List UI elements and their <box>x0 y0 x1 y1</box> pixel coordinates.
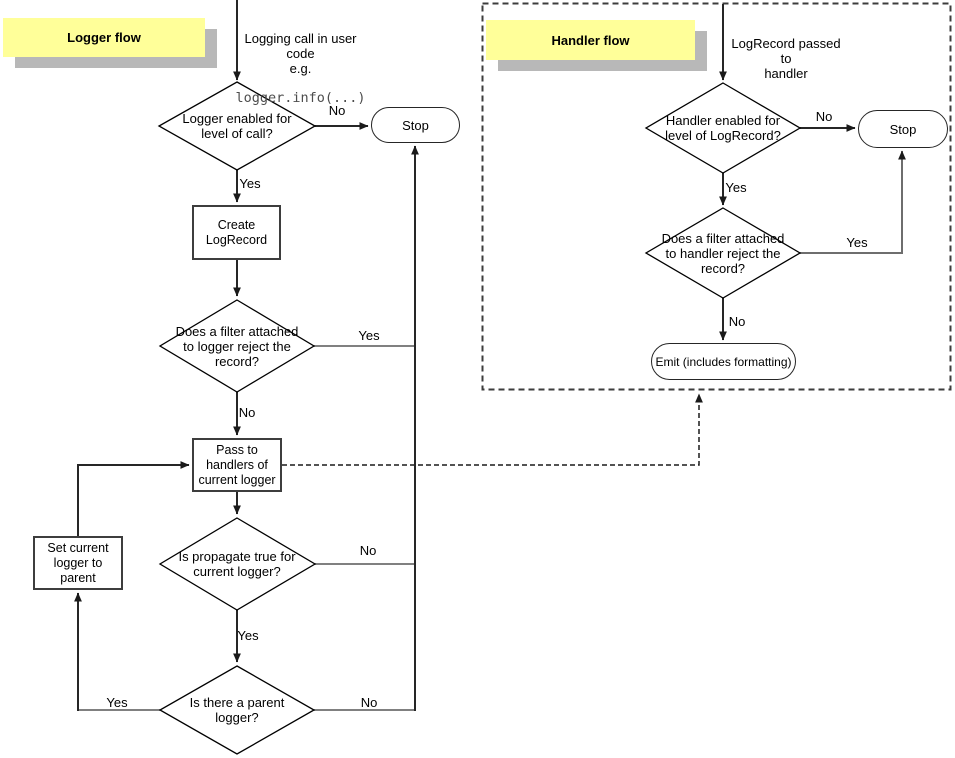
handler-flow-title: Handler flow <box>551 32 630 48</box>
terminal-stop-handler: Stop <box>858 110 948 148</box>
logger-flow-title-note: Logger flow <box>3 18 205 57</box>
edge-label-logger-level-no: No <box>328 103 346 118</box>
edge-label-logger-filter-yes: Yes <box>358 328 380 343</box>
handler-flow-boundary <box>481 2 952 391</box>
connector-handler-filter-yes-to-stop <box>800 150 906 254</box>
logger-start-code: logger.info(...) <box>235 90 366 106</box>
process-pass-to-handlers: Pass to handlers of current logger <box>192 438 282 492</box>
edge-label-handler-filter-no: No <box>728 314 746 329</box>
connector-pass-to-handler-flow-dashed <box>282 393 703 466</box>
handler-flow-title-note: Handler flow <box>486 20 695 60</box>
diamond-handler-level-check <box>644 82 802 174</box>
diamond-parent-check <box>158 665 316 755</box>
handler-start-annotation: LogRecord passed to handler <box>731 36 841 81</box>
edge-label-handler-filter-yes: Yes <box>846 235 868 250</box>
process-set-current-logger: Set current logger to parent <box>33 536 123 590</box>
terminal-emit: Emit (includes formatting) <box>651 343 796 380</box>
process-create-logrecord: Create LogRecord <box>192 205 281 260</box>
diamond-propagate-check <box>158 517 317 611</box>
edge-label-logger-filter-no: No <box>238 405 256 420</box>
logger-start-text: Logging call in user code e.g. <box>244 31 357 76</box>
terminal-stop-logger: Stop <box>371 107 460 143</box>
edge-label-parent-yes: Yes <box>106 695 128 710</box>
edge-label-propagate-yes: Yes <box>237 628 259 643</box>
diamond-logger-filter-check <box>158 299 316 393</box>
edge-label-propagate-no: No <box>359 543 377 558</box>
diamond-logger-level-check <box>157 81 317 171</box>
logger-flow-title: Logger flow <box>67 30 141 45</box>
logger-start-annotation: Logging call in user code e.g. logger.in… <box>233 16 368 121</box>
edge-label-handler-level-yes: Yes <box>725 180 747 195</box>
connector-set-parent-to-pass <box>77 461 190 536</box>
diamond-handler-filter-check <box>644 207 802 299</box>
edge-label-handler-level-no: No <box>815 109 833 124</box>
edge-label-logger-level-yes: Yes <box>239 176 261 191</box>
edge-label-parent-no: No <box>360 695 378 710</box>
